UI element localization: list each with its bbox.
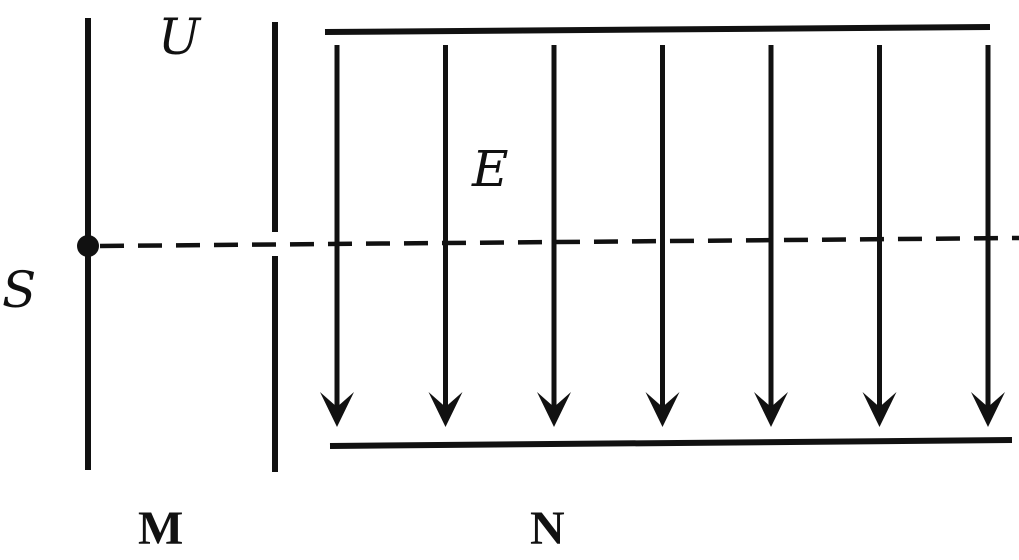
label-u: U xyxy=(158,8,202,66)
field-arrows xyxy=(320,45,1005,427)
field-arrow xyxy=(537,45,571,427)
field-arrow-head xyxy=(971,392,1005,427)
field-arrow-head xyxy=(645,392,680,427)
field-plate-top xyxy=(324,24,991,35)
field-arrow xyxy=(971,45,1005,427)
field-arrow-head xyxy=(428,392,463,427)
field-arrow xyxy=(862,45,897,427)
source-point xyxy=(77,235,99,257)
field-plate-bottom xyxy=(329,437,1013,449)
central-axis-dashed xyxy=(99,235,1019,249)
field-arrow-head xyxy=(537,392,571,427)
field-arrow-head xyxy=(754,392,788,427)
field-arrow-head xyxy=(320,392,354,427)
field-arrow-head xyxy=(862,392,897,427)
field-arrow xyxy=(320,45,354,427)
label-s: S xyxy=(2,261,36,319)
label-n: N xyxy=(530,502,565,555)
label-e: E xyxy=(471,140,509,198)
field-arrow xyxy=(754,45,788,427)
field-arrow xyxy=(645,45,680,427)
label-m: M xyxy=(138,502,183,555)
field-arrow xyxy=(428,45,463,427)
